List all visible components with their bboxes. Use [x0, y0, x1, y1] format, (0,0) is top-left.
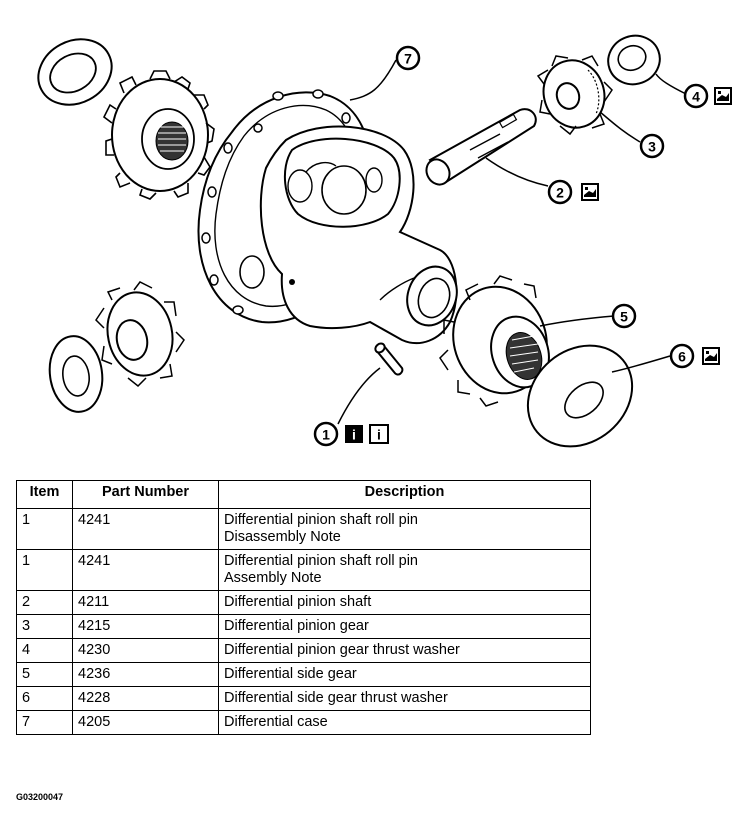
part-number-cell: 4211: [72, 590, 219, 615]
description-cell: Differential side gear: [218, 662, 591, 687]
top-left-thrust-washer-part: [37, 38, 113, 106]
description-note-line: Assembly Note: [224, 570, 322, 586]
exploded-differential-diagram: 7 4 3 2 5 6 1 i i: [37, 34, 732, 448]
table-row: 6 4228 Differential side gear thrust was…: [16, 686, 591, 711]
item-cell: 2: [16, 590, 73, 615]
table-row: 1 4241 Differential pinion shaft roll pi…: [16, 549, 591, 591]
callout-number: 3: [648, 139, 656, 155]
callout-number: 5: [620, 309, 628, 325]
table-row: 4 4230 Differential pinion gear thrust w…: [16, 638, 591, 663]
item-cell: 5: [16, 662, 73, 687]
header-item: Item: [16, 480, 73, 509]
figure-id: G03200047: [16, 792, 64, 802]
lower-left-thrust-washer-part: [48, 335, 104, 413]
parts-table: Item Part Number Description 1 4241 Diff…: [16, 480, 591, 735]
item-cell: 3: [16, 614, 73, 639]
callout-5: 5: [611, 303, 637, 329]
right-side-thrust-washer-part: [526, 344, 634, 448]
lubricant-icon: [702, 347, 720, 365]
item-cell: 1: [16, 549, 73, 591]
callout-number: 7: [404, 51, 412, 67]
table-row: 1 4241 Differential pinion shaft roll pi…: [16, 508, 591, 550]
differential-case-part: [197, 89, 458, 345]
part-number-cell: 4236: [72, 662, 219, 687]
callout-number: 1: [322, 427, 330, 443]
callout-1: 1 i i: [313, 421, 389, 447]
part-number-cell: 4205: [72, 710, 219, 735]
callout-3: 3: [639, 133, 665, 159]
description-cell: Differential side gear thrust washer: [218, 686, 591, 711]
description-note-line: Disassembly Note: [224, 529, 341, 545]
lubricant-icon: [581, 183, 599, 201]
leader-lines: [337, 59, 687, 425]
table-header-row: Item Part Number Description: [16, 480, 591, 509]
description-line: Differential pinion shaft roll pin: [224, 512, 418, 528]
roll-pin-part: [374, 342, 404, 376]
description-cell: Differential case: [218, 710, 591, 735]
part-number-cell: 4228: [72, 686, 219, 711]
part-number-cell: 4241: [72, 549, 219, 591]
callout-number: 2: [556, 185, 564, 201]
right-pinion-gear-part: [536, 55, 613, 136]
item-cell: 6: [16, 686, 73, 711]
item-cell: 4: [16, 638, 73, 663]
table-row: 2 4211 Differential pinion shaft: [16, 590, 591, 615]
right-side-gear-part: [439, 275, 550, 407]
part-number-cell: 4215: [72, 614, 219, 639]
table-row: 3 4215 Differential pinion gear: [16, 614, 591, 639]
left-side-gear-part: [102, 70, 215, 200]
part-number-cell: 4241: [72, 508, 219, 550]
description-cell: Differential pinion gear: [218, 614, 591, 639]
part-number-cell: 4230: [72, 638, 219, 663]
header-description: Description: [218, 480, 591, 509]
description-line: Differential pinion shaft roll pin: [224, 553, 418, 569]
callout-number: 4: [692, 89, 700, 105]
info-icon-outline: i: [369, 424, 389, 444]
svg-text:i: i: [352, 427, 356, 443]
svg-text:i: i: [377, 427, 381, 443]
description-cell: Differential pinion gear thrust washer: [218, 638, 591, 663]
top-right-thrust-washer-part: [607, 34, 661, 86]
callout-number: 6: [678, 349, 686, 365]
table-row: 5 4236 Differential side gear: [16, 662, 591, 687]
callout-7: 7: [395, 45, 421, 71]
table-row: 7 4205 Differential case: [16, 710, 591, 735]
lubricant-icon: [714, 87, 732, 105]
callout-2: 2: [547, 179, 599, 205]
description-cell: Differential pinion shaft: [218, 590, 591, 615]
item-cell: 7: [16, 710, 73, 735]
differential-pinion-shaft-part: [425, 108, 537, 186]
item-cell: 1: [16, 508, 73, 550]
header-part-number: Part Number: [72, 480, 219, 509]
info-icon-filled: i: [345, 425, 363, 443]
lower-left-pinion-gear-part: [95, 281, 185, 388]
callout-4: 4: [683, 83, 732, 109]
callout-6: 6: [669, 343, 720, 369]
